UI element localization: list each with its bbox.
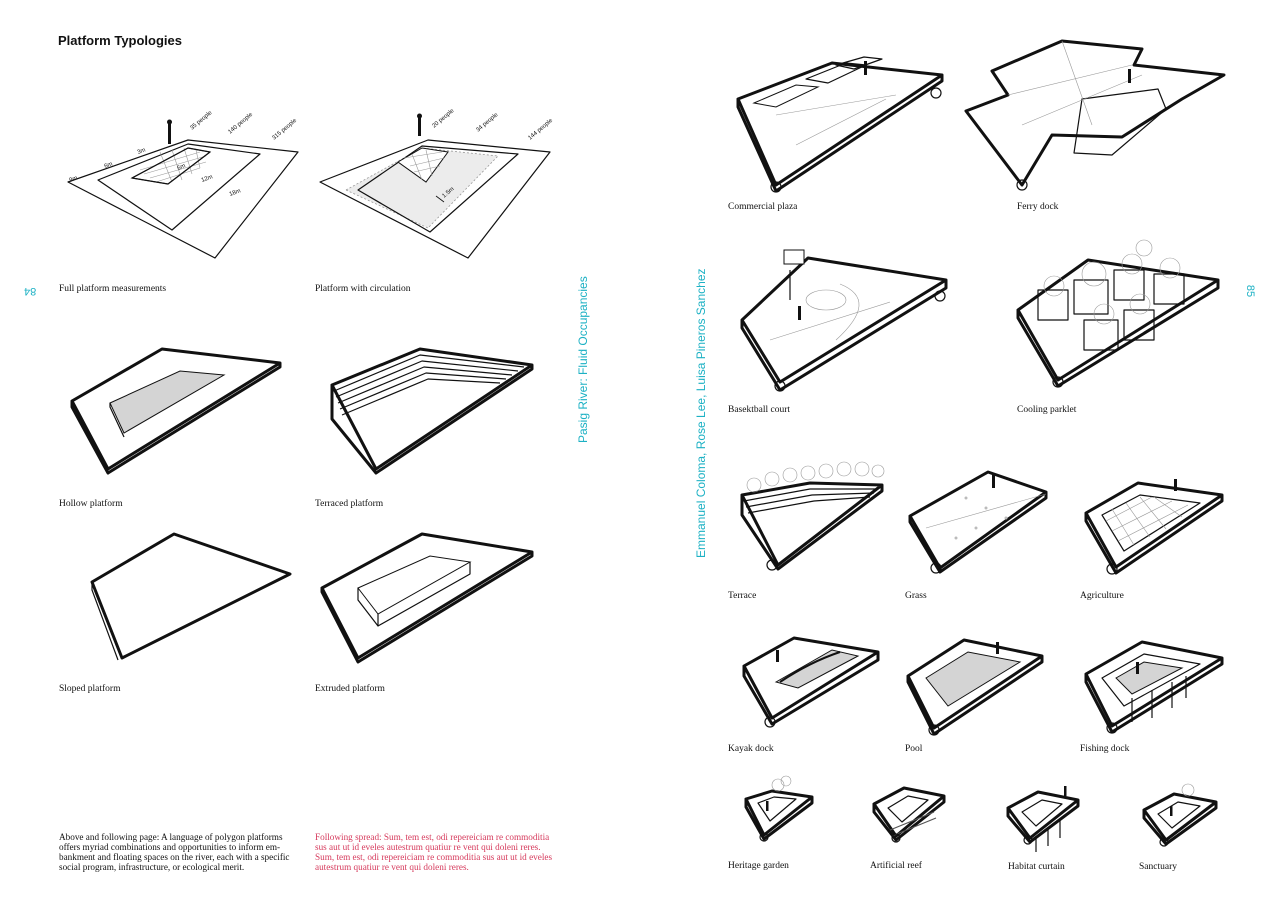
caption-sanctuary: Sanctuary <box>1139 862 1177 872</box>
label-35-people: 35 people <box>189 110 214 132</box>
fishing-dock-diagram <box>1084 640 1224 734</box>
caption-terraced-platform: Terraced platform <box>315 499 384 509</box>
page-title: Platform Typologies <box>58 33 182 48</box>
dim-w6m: 6m <box>177 163 187 172</box>
dim-w18m: 18m <box>229 188 242 198</box>
following-spread-paragraph: Following spread: Sum, tem est, odi repe… <box>315 832 553 872</box>
caption-basketball-court: Basektball court <box>728 405 790 415</box>
dim-3m: 3m <box>137 147 147 155</box>
caption-pool: Pool <box>905 744 923 754</box>
running-title: Pasig River: Fluid Occupancies <box>576 276 590 443</box>
sloped-platform-diagram <box>90 532 292 661</box>
caption-habitat-curtain: Habitat curtain <box>1008 862 1065 872</box>
extruded-platform-diagram <box>320 532 534 664</box>
label-144-people: 144 people <box>527 117 554 141</box>
caption-agriculture: Agriculture <box>1080 591 1124 601</box>
label-315-people: 315 people <box>271 117 298 141</box>
caption-heritage-garden: Heritage garden <box>728 861 789 871</box>
caption-cooling-parklet: Cooling parklet <box>1017 405 1077 415</box>
caption-grass: Grass <box>905 591 927 601</box>
basketball-court-diagram <box>740 249 948 392</box>
dim-w12m: 12m <box>201 174 214 184</box>
kayak-dock-diagram <box>742 636 880 728</box>
page-number-left: 84 <box>24 285 37 297</box>
terraced-platform-diagram <box>330 347 534 475</box>
dim-9m: 9m <box>69 175 79 183</box>
dim-6m: 6m <box>104 161 114 169</box>
label-20-people: 20 people <box>431 108 456 130</box>
caption-artificial-reef: Artificial reef <box>870 861 922 871</box>
caption-sloped-platform: Sloped platform <box>59 684 121 694</box>
caption-extruded-platform: Extruded platform <box>315 684 385 694</box>
caption-terrace: Terrace <box>728 591 757 601</box>
terrace-diagram <box>740 461 885 571</box>
caption-fishing-dock: Fishing dock <box>1080 744 1130 754</box>
sanctuary-diagram <box>1142 783 1218 847</box>
caption-kayak-dock: Kayak dock <box>728 744 774 754</box>
authors-line: Emmanuel Coloma, Rose Lee, Luisa Pineros… <box>694 268 708 559</box>
label-140-people: 140 people <box>227 111 254 135</box>
body-paragraph: Above and following page: A language of … <box>59 832 290 872</box>
agriculture-diagram <box>1084 479 1224 575</box>
full-platform-diagram: 9m 6m 3m 6m 12m 18m 35 people 140 people… <box>67 110 299 259</box>
caption-hollow-platform: Hollow platform <box>59 499 123 509</box>
caption-full-platform: Full platform measurements <box>59 284 167 294</box>
cooling-parklet-diagram <box>1016 239 1220 388</box>
commercial-plaza-diagram <box>736 56 944 193</box>
hollow-platform-diagram <box>70 347 282 475</box>
label-34-people: 34 people <box>475 112 500 134</box>
circulation-platform-diagram: 1.5m 20 people 34 people 144 people <box>319 108 555 259</box>
caption-ferry-dock: Ferry dock <box>1017 202 1059 212</box>
page-number-right: 85 <box>1244 284 1257 298</box>
caption-commercial-plaza: Commercial plaza <box>728 202 798 212</box>
pool-diagram <box>906 638 1044 736</box>
grass-diagram <box>908 470 1048 574</box>
habitat-curtain-diagram <box>1006 786 1080 852</box>
heritage-garden-diagram <box>744 775 814 842</box>
artificial-reef-diagram <box>872 786 946 843</box>
caption-circulation-platform: Platform with circulation <box>315 284 411 294</box>
ferry-dock-diagram <box>964 39 1226 191</box>
